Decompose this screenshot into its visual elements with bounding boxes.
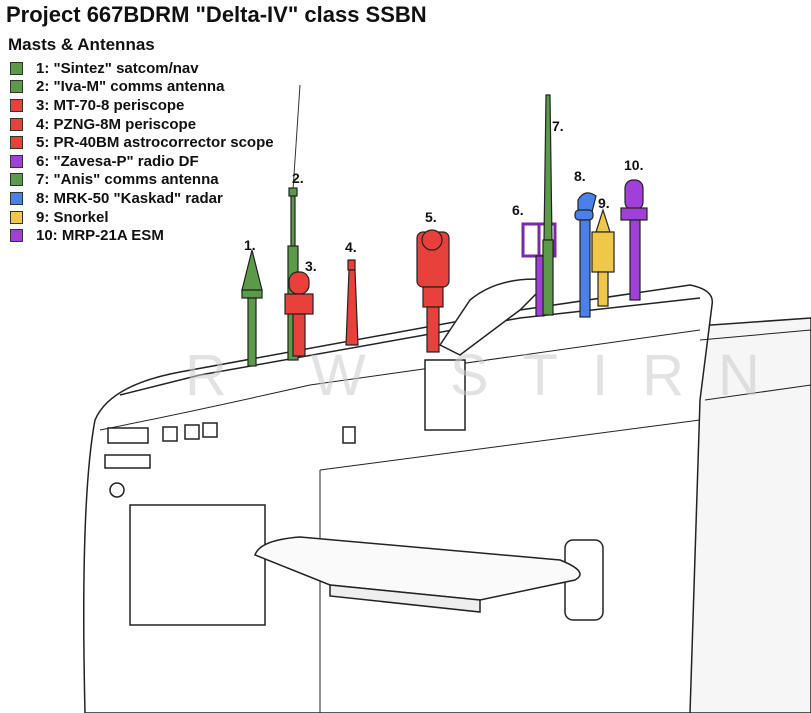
mast-4-pzng-8m [345,259,359,346]
mast-number-label: 6. [512,202,524,218]
sail-shoulder-line [99,329,701,431]
legend-swatch [10,136,23,150]
sail-hydroplane [254,536,581,601]
mast-number-label: 2. [292,170,304,186]
legend-label: 9: Snorkel [36,208,109,226]
sail-side-line [319,419,701,471]
legend-label: 6: "Zavesa-P" radio DF [36,152,199,170]
mast-number-label: 3. [305,258,317,274]
diagram-title: Project 667BDRM "Delta-IV" class SSBN [6,2,427,27]
bridge-window [107,427,149,444]
diagram-subtitle: Masts & Antennas [8,35,155,54]
mast-10-mrp-21a [620,179,648,301]
legend-item: 2: "Iva-M" comms antenna [10,78,274,97]
mast-7-anis [542,94,554,316]
legend-swatch [10,191,23,205]
legend-item: 8: MRK-50 "Kaskad" radar [10,189,274,208]
mast-number-label: 10. [624,157,643,173]
side-door [424,359,466,431]
legend-item: 1: "Sintez" satcom/nav [10,59,274,78]
sail-top-edge [119,297,701,396]
legend-label: 4: PZNG-8M periscope [36,115,197,133]
legend-swatch [10,229,23,243]
legend-label: 2: "Iva-M" comms antenna [36,78,225,96]
legend-item: 7: "Anis" comms antenna [10,171,274,190]
legend-swatch [10,80,23,94]
legend-label: 8: MRK-50 "Kaskad" radar [36,189,223,207]
legend-label: 5: PR-40BM astrocorrector scope [36,134,274,152]
legend-item: 9: Snorkel [10,208,274,227]
legend-item: 10: MRP-21A ESM [10,226,274,245]
mast-9-snorkel [591,208,615,307]
legend-swatch [10,154,23,168]
legend-item: 4: PZNG-8M periscope [10,115,274,134]
side-panel [129,504,266,626]
bridge-window [162,426,178,442]
side-hatch [342,426,356,444]
bridge-window [184,424,200,440]
watermark: R W STIRN [185,343,794,408]
bridge-window [202,422,218,438]
mast-1-sintez [241,249,263,367]
legend-swatch [10,98,23,112]
mast-number-label: 5. [425,209,437,225]
mast-number-label: 9. [598,195,610,211]
deck-line [699,329,811,401]
mast-number-label: 4. [345,239,357,255]
legend-swatch [10,210,23,224]
mast-number-label: 8. [574,168,586,184]
porthole [109,482,125,498]
legend-swatch [10,61,23,75]
legend-swatch [10,117,23,131]
legend-label: 3: MT-70-8 periscope [36,96,185,114]
legend-item: 5: PR-40BM astrocorrector scope [10,133,274,152]
legend-label: 10: MRP-21A ESM [36,227,164,245]
bridge-window [104,454,151,469]
mast-3-mt-70-8 [284,271,314,357]
mast-8-kaskad [574,192,597,318]
mast-number-label: 1. [244,237,256,253]
legend-item: 6: "Zavesa-P" radio DF [10,152,274,171]
legend-label: 7: "Anis" comms antenna [36,171,219,189]
mast-5-pr-40bm [416,229,450,353]
legend-label: 1: "Sintez" satcom/nav [36,59,199,77]
legend-item: 3: MT-70-8 periscope [10,96,274,115]
legend-swatch [10,173,23,187]
mast-number-label: 7. [552,118,564,134]
